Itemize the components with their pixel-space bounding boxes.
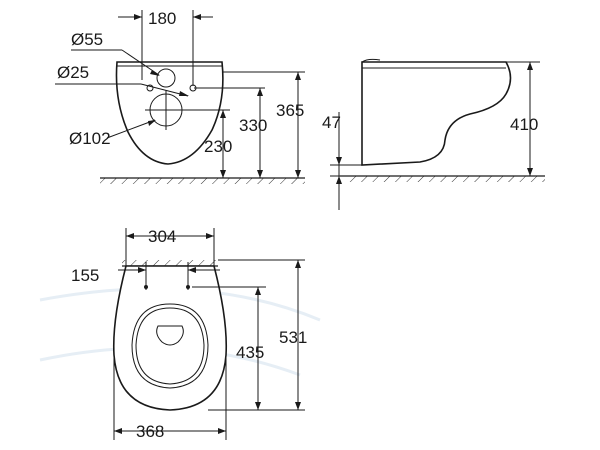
dim-330: 330 [239,116,267,135]
dim-47: 47 [322,113,341,132]
dim-230: 230 [204,137,232,156]
front-view: 180 Ø55 Ø25 Ø102 230 330 365 [55,9,305,184]
dim-410: 410 [510,115,538,134]
outlet-55-circle [156,68,176,88]
wall-hatch [345,176,545,182]
dim-diameter-55: Ø55 [71,30,103,49]
wall-hatch-top [122,260,218,266]
bowl-inner-opening [131,303,209,389]
drain-shield [156,325,184,346]
dim-365: 365 [276,101,304,120]
bowl-top-outline [112,265,228,411]
dim-368: 368 [136,422,164,441]
top-view: 304 155 435 531 368 [71,227,307,441]
floor-hatch [100,178,305,184]
dim-180: 180 [148,9,176,28]
side-view: 47 410 [322,58,545,210]
bowl-side-outline [361,61,512,166]
bowl-inner-opening-2 [135,307,205,385]
dim-531: 531 [279,328,307,347]
dim-diameter-25: Ø25 [57,63,89,82]
dim-435: 435 [236,343,264,362]
dim-304: 304 [148,227,176,246]
dim-155: 155 [71,266,99,285]
inlet-25-circle-left [146,84,154,92]
dim-diameter-102: Ø102 [69,129,111,148]
